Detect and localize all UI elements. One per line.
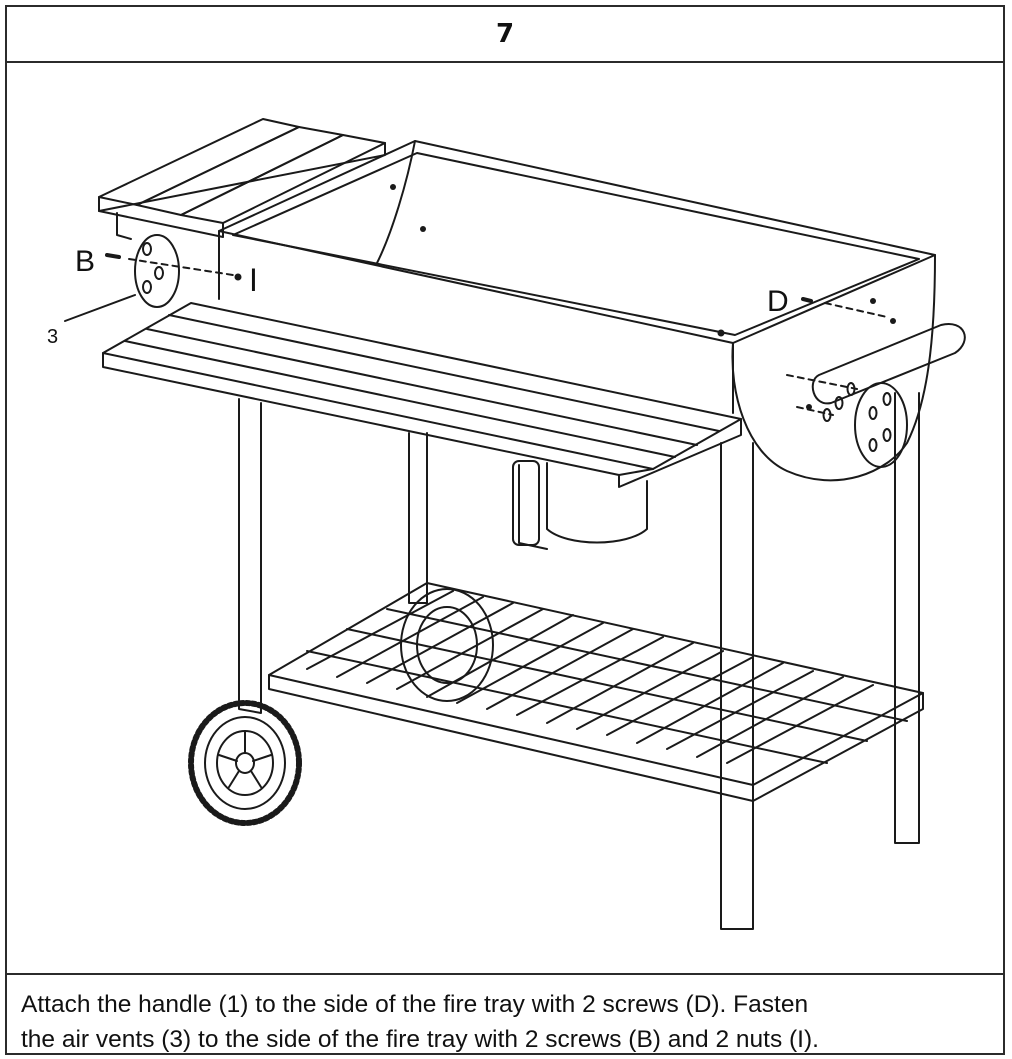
bottom-rack <box>268 582 924 802</box>
front-legs <box>238 398 754 930</box>
assembly-illustration: B 3 I D <box>7 63 1003 973</box>
hardware-dots <box>234 184 896 410</box>
instruction-line-2: the air vents (3) to the side of the fir… <box>21 1026 819 1053</box>
back-legs <box>408 392 920 844</box>
fire-tray <box>218 140 936 482</box>
label-screw-d: D <box>767 285 789 318</box>
grill-cart-drawing: B 3 I D <box>47 118 966 930</box>
front-wheel <box>188 700 302 826</box>
callout-lines <box>64 253 888 416</box>
step-number: 7 <box>7 7 1003 63</box>
front-shelf <box>102 302 742 488</box>
instruction-line-1: Attach the handle (1) to the side of the… <box>21 991 809 1018</box>
label-screw-b: B <box>75 245 95 278</box>
label-nut-i: I <box>249 262 258 298</box>
left-side-shelf <box>98 118 386 308</box>
side-handle <box>811 322 966 405</box>
label-air-vent: 3 <box>47 326 58 348</box>
ash-pan <box>512 460 648 550</box>
air-vent-right <box>822 382 908 468</box>
instruction-panel: 7 <box>5 5 1005 1055</box>
instruction-text: Attach the handle (1) to the side of the… <box>7 973 1003 1053</box>
rear-wheel <box>400 588 494 702</box>
